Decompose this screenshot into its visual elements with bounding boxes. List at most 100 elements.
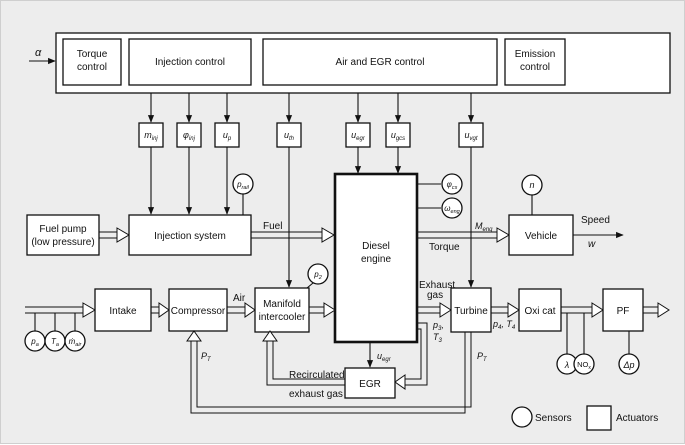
u-th-text: uth (284, 130, 295, 142)
manifold-label-1: Manifold (263, 299, 301, 310)
intake-compressor-lines (151, 306, 159, 314)
compressor-block (168, 288, 228, 332)
turbo-shaft-lines (190, 332, 472, 414)
legend-sensors-label: Sensors (535, 413, 572, 424)
nox-text: NOx (577, 360, 591, 371)
air-flow-lines (227, 306, 246, 314)
omega-eng-sensor (441, 197, 463, 219)
intake-block (94, 288, 152, 332)
recirculated-label: Recirculated (289, 370, 345, 381)
m-inj-text: minj (144, 130, 158, 142)
exhaust-gas-egr-label: exhaust gas (289, 389, 343, 400)
exhaust-label-1: Exhaust (419, 280, 455, 291)
p-t-left-text: PT (201, 351, 212, 363)
egr-block (344, 367, 396, 399)
m-inj-actuator (138, 122, 164, 148)
m-air-text: ṁair (69, 337, 83, 348)
p-t-right-text: PT (477, 351, 488, 363)
u-vgt-actuator (458, 122, 484, 148)
ambient-air-arrowhead (82, 302, 96, 318)
oxi-cat-label: Oxi cat (524, 306, 555, 317)
p-rail-sensor (232, 173, 254, 195)
u-vgt-text: uvgt (464, 130, 477, 142)
phi-inj-actuator (176, 122, 202, 148)
nox-sensor (573, 353, 595, 375)
egr-feed-arrowhead (394, 374, 406, 390)
fuel-label: Fuel (263, 221, 282, 232)
p3-text: p3, (432, 320, 444, 332)
u-egr-below-text: uegr (377, 351, 392, 363)
torque-label: Torque (429, 242, 460, 253)
torque-control-label-1: Torque (77, 49, 108, 60)
diesel-engine-block (333, 172, 419, 344)
vehicle-block (508, 214, 574, 256)
turbine-oxicat-arrowhead (507, 302, 520, 318)
turbine-oxicat-lines (491, 306, 509, 314)
intake-compressor-arrowhead (158, 302, 170, 318)
intake-label: Intake (109, 306, 137, 317)
diesel-engine-label-2: engine (361, 254, 391, 265)
pf-out-lines (643, 306, 659, 314)
manifold-engine-arrowhead (323, 302, 336, 318)
torque-flow-arrowhead (496, 227, 510, 243)
u-gcs-text: ugcs (391, 130, 405, 142)
manifold-label-2: intercooler (259, 312, 306, 323)
n-sensor (521, 174, 543, 196)
fuel-pump-label-1: Fuel pump (39, 224, 87, 235)
turbo-shaft-arrowhead (186, 330, 202, 342)
ambient-air-lines (25, 306, 85, 314)
emission-control-label-1: Emission (515, 49, 556, 60)
alpha-label: α (35, 47, 42, 59)
egr-return-lines (266, 339, 345, 386)
m-eng-text: Meng (475, 221, 493, 233)
pa-text: pa (30, 337, 39, 348)
manifold-block (254, 287, 310, 333)
torque-control-block (62, 38, 122, 86)
oxicat-pf-arrowhead (591, 302, 604, 318)
injection-system-label: Injection system (154, 231, 226, 242)
exhaust-flow-lines (417, 306, 441, 314)
u-th-actuator (276, 122, 302, 148)
m-air-sensor (64, 330, 86, 352)
torque-flow-lines (417, 231, 499, 239)
vehicle-label: Vehicle (525, 231, 558, 242)
fuel-flow-arrowhead (321, 227, 335, 243)
legend-sensor-symbol (511, 406, 533, 428)
w-label: w (588, 239, 596, 250)
u-egr-text: uegr (351, 130, 366, 142)
p2-text: p2 (313, 270, 322, 281)
oxicat-pf-lines (561, 306, 593, 314)
omega-eng-text: ωeng (444, 204, 460, 215)
phi-cs-sensor (441, 173, 463, 195)
lambda-text: λ (564, 360, 569, 370)
n-text: n (529, 180, 534, 190)
fuel-pump-block (26, 214, 100, 256)
legend-actuator-symbol (586, 405, 612, 431)
phi-cs-text: φcs (447, 180, 458, 191)
egr-return-arrowhead (262, 330, 278, 342)
u-p-actuator (214, 122, 240, 148)
torque-control-label-2: control (77, 62, 107, 73)
air-label: Air (233, 293, 246, 304)
oxi-cat-block (518, 288, 562, 332)
exhaust-label-2: gas (427, 290, 443, 301)
emission-control-label-2: control (520, 62, 550, 73)
u-p-text: up (223, 130, 232, 142)
speed-label: Speed (581, 215, 610, 226)
fuel-pump-flow-arrowhead (116, 227, 130, 243)
fuel-pump-flow-lines (99, 231, 119, 239)
p2-connector (306, 282, 314, 289)
legend-actuators-label: Actuators (616, 413, 658, 424)
manifold-engine-lines (309, 306, 325, 314)
ta-text: Ta (51, 337, 59, 348)
p-rail-text: prail (236, 180, 250, 191)
injection-control-block (128, 38, 252, 86)
egr-label: EGR (359, 379, 381, 390)
fuel-pump-label-2: (low pressure) (31, 237, 94, 248)
air-egr-control-label: Air and EGR control (336, 57, 425, 68)
injection-control-label: Injection control (155, 57, 225, 68)
compressor-label: Compressor (171, 306, 226, 317)
u-gcs-actuator (385, 122, 411, 148)
phi-inj-text: φinj (183, 130, 196, 142)
